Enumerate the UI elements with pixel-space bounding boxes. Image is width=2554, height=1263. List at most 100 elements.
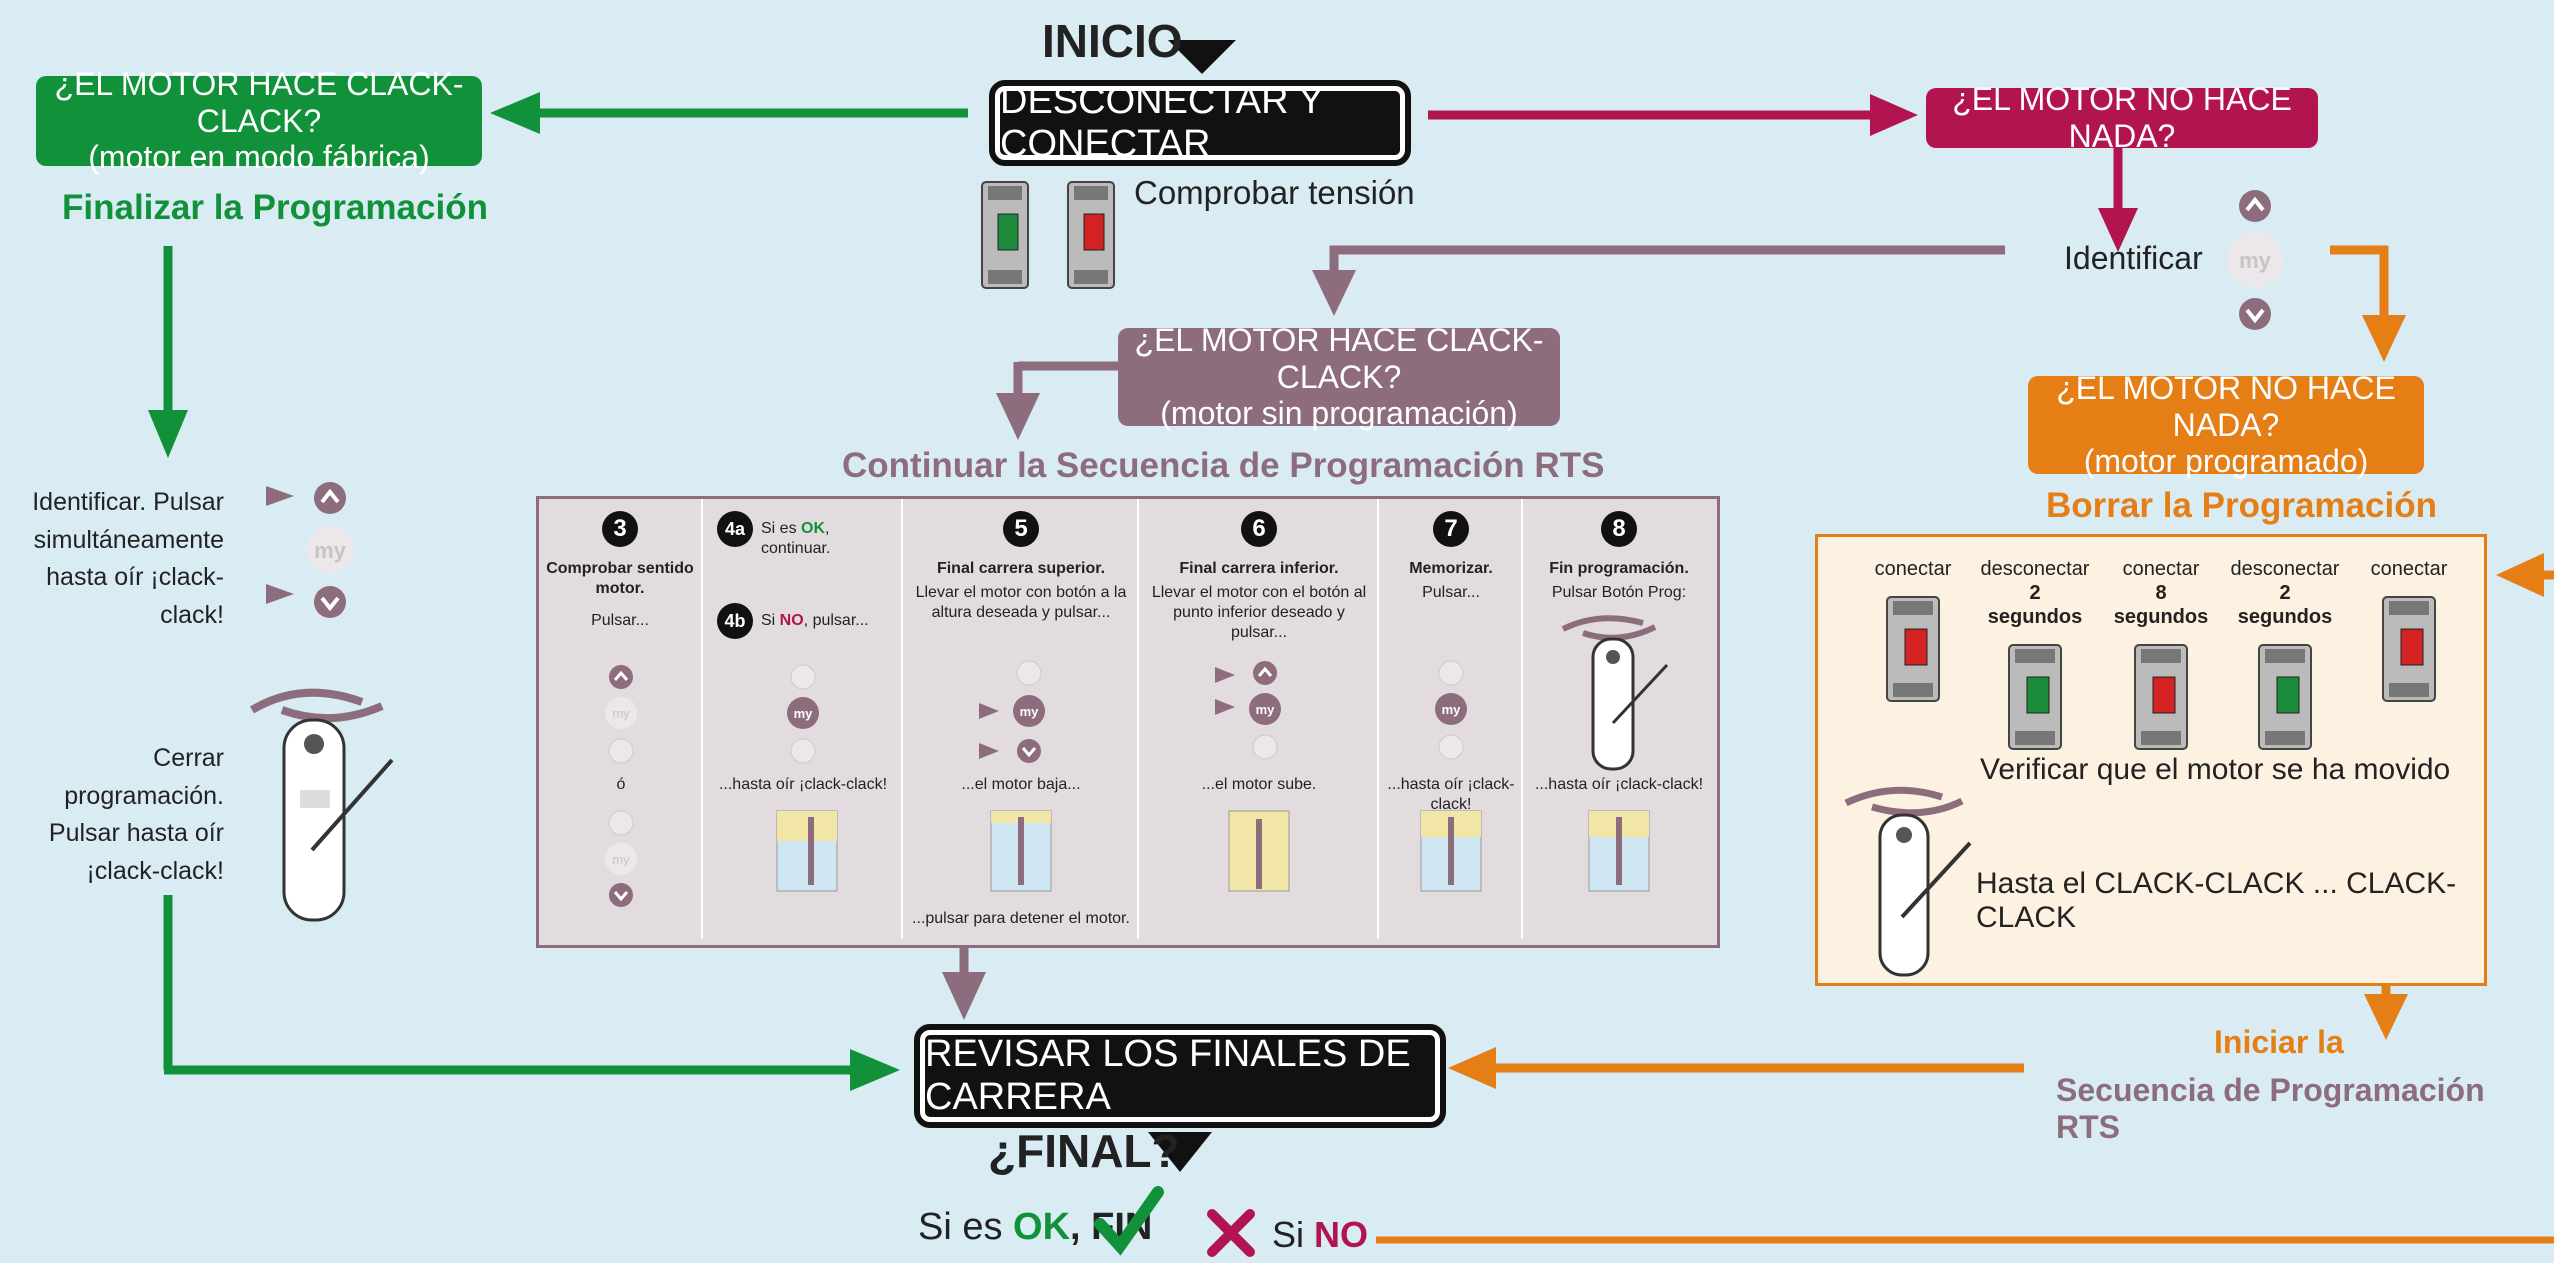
start-label: INICIO [1042, 15, 1183, 67]
step-5-number: 5 [1003, 511, 1039, 547]
step-4a-text-pre: Si es [761, 520, 802, 537]
left-question-box: ¿EL MOTOR HACE CLACK-CLACK? (motor en mo… [36, 66, 482, 175]
right-question2-line1: ¿EL MOTOR NO HACE NADA? [2056, 369, 2396, 443]
identify-label: Identificar [2064, 240, 2203, 276]
cross-icon [1206, 1208, 1256, 1263]
arrow-orange-to-bottom [1448, 1047, 2024, 1089]
step-8: 8 Fin programación. Pulsar Botón Prog: .… [1521, 499, 1715, 939]
disconnect-connect-box: DESCONECTAR Y CONECTAR [989, 80, 1411, 166]
arrow-left-to-bottom [163, 895, 900, 1091]
final-ok-word: OK [1013, 1206, 1071, 1248]
step-3-remote-up: my [601, 663, 641, 778]
step-6-text: Llevar el motor con el botón al punto in… [1151, 584, 1367, 641]
step-8-title: Fin programación. [1549, 560, 1689, 577]
programming-steps-panel: 3 Comprobar sentido motor. Pulsar... my … [536, 496, 1720, 948]
step-3-number: 3 [602, 511, 638, 547]
step-8-remote [1559, 605, 1679, 780]
final-ok-pre: Si es [918, 1206, 1014, 1248]
breaker-on [1066, 180, 1116, 290]
svg-text:my: my [612, 706, 630, 721]
arrow-panel-to-bottom [942, 944, 986, 1020]
final-no: Si NO [1272, 1214, 1368, 1256]
step-6-title: Final carrera inferior. [1179, 560, 1339, 577]
step-6: 6 Final carrera inferior. Llevar el moto… [1137, 499, 1379, 939]
breaker-icon [1067, 181, 1115, 289]
right-remote-mini: my [2220, 186, 2290, 336]
remote-icon [1844, 786, 1972, 977]
breaker-icon [1886, 596, 1940, 702]
left-question-line2: (motor en modo fábrica) [88, 139, 430, 176]
step-6-remote: my [1215, 651, 1295, 776]
svg-text:my: my [1020, 704, 1040, 719]
step-4: 4a Si es OK, continuar. 4b Si NO, pulsar… [701, 499, 903, 939]
erase-prog-remote [1842, 777, 1982, 977]
check-icon [1094, 1186, 1164, 1261]
breaker-off [980, 180, 1030, 290]
breaker-column-bottom: 8 segundos [2113, 582, 2209, 628]
check-voltage-text: Comprobar tensión [1134, 174, 1415, 211]
step-8-result: ...hasta oír ¡clack-clack! [1534, 776, 1704, 793]
breaker-column-top: conectar [1874, 558, 1952, 580]
final-no-word: NO [1314, 1214, 1369, 1255]
step-4b-text: Si NO, pulsar... [761, 611, 901, 631]
remote-icon [249, 688, 394, 922]
step-6-number: 6 [1241, 511, 1277, 547]
start-sequence-line1: Iniciar la [2214, 1024, 2344, 1060]
right-question-box: ¿EL MOTOR NO HACE NADA? [1926, 81, 2318, 154]
step-4b-text-post: , pulsar... [803, 612, 869, 629]
step-3: 3 Comprobar sentido motor. Pulsar... my … [539, 499, 701, 939]
breaker-icon [981, 181, 1029, 289]
step-7-result: ...hasta oír ¡clack-clack! [1387, 776, 1515, 813]
arrow-identify-to-center [1312, 245, 2005, 316]
arrow-right-down [2098, 148, 2138, 252]
breaker-column: conectar [1858, 557, 1968, 705]
step-5-result: ...el motor baja... [961, 776, 1081, 793]
arrow-into-orange-panel [2496, 553, 2554, 597]
final-ok: Si es OK, FIN [918, 1206, 1152, 1249]
step-3-text: Pulsar... [591, 612, 649, 629]
step-6-result: ...el motor sube. [1201, 776, 1317, 793]
check-limits-box: REVISAR LOS FINALES DE CARRERA [914, 1024, 1446, 1128]
step-3-or: ó [616, 776, 626, 793]
center-question-line2: (motor sin programación) [1160, 395, 1518, 432]
step-3-remote-down: my [601, 809, 641, 934]
center-title: Continuar la Secuencia de Programación R… [842, 446, 1605, 485]
breaker-icon [2258, 644, 2312, 750]
final-down-triangle [1148, 1132, 1212, 1172]
left-close-text: Cerrar programación. Pulsar hasta oír ¡c… [48, 744, 224, 885]
step-3-title: Comprobar sentido motor. [546, 560, 694, 597]
left-remote-mini: my [266, 478, 386, 626]
step-4b-text-pre: Si [761, 612, 780, 629]
svg-text:my: my [1256, 702, 1276, 717]
step-4b-no: NO [779, 612, 804, 629]
svg-text:my: my [612, 852, 630, 867]
step-4a-number: 4a [717, 511, 753, 547]
left-identify-text: Identificar. Pulsar simultáneamente hast… [32, 488, 224, 629]
svg-text:my: my [314, 538, 347, 563]
step-5-title: Final carrera superior. [936, 560, 1106, 577]
center-question-box: ¿EL MOTOR HACE CLACK-CLACK? (motor sin p… [1118, 322, 1560, 431]
step-4a-ok: OK [801, 520, 826, 537]
breaker-column-top: desconectar [1980, 558, 2090, 580]
right-question-label: ¿EL MOTOR NO HACE NADA? [1952, 81, 2292, 154]
arrow-start-to-left [490, 92, 968, 134]
svg-text:my: my [2239, 248, 2272, 273]
step-5: 5 Final carrera superior. Llevar el moto… [901, 499, 1139, 939]
disconnect-connect-label: DESCONECTAR Y CONECTAR [1000, 80, 1324, 165]
breaker-icon [2382, 596, 2436, 702]
left-title: Finalizar la Programación [62, 188, 488, 227]
right-question2-box: ¿EL MOTOR NO HACE NADA? (motor programad… [2028, 370, 2424, 479]
step-6-window [1225, 807, 1295, 902]
until-text: Hasta el CLACK-CLACK ... CLACK-CLACK [1976, 867, 2457, 934]
step-7-remote: my [1431, 659, 1471, 774]
right-title: Borrar la Programación [2046, 486, 2437, 525]
breaker-icon [2008, 644, 2062, 750]
step-5-remote: my [979, 659, 1059, 774]
breaker-column-top: desconectar [2230, 558, 2340, 580]
step-4-remote: my [783, 663, 823, 778]
step-7-text: Pulsar... [1422, 584, 1480, 601]
